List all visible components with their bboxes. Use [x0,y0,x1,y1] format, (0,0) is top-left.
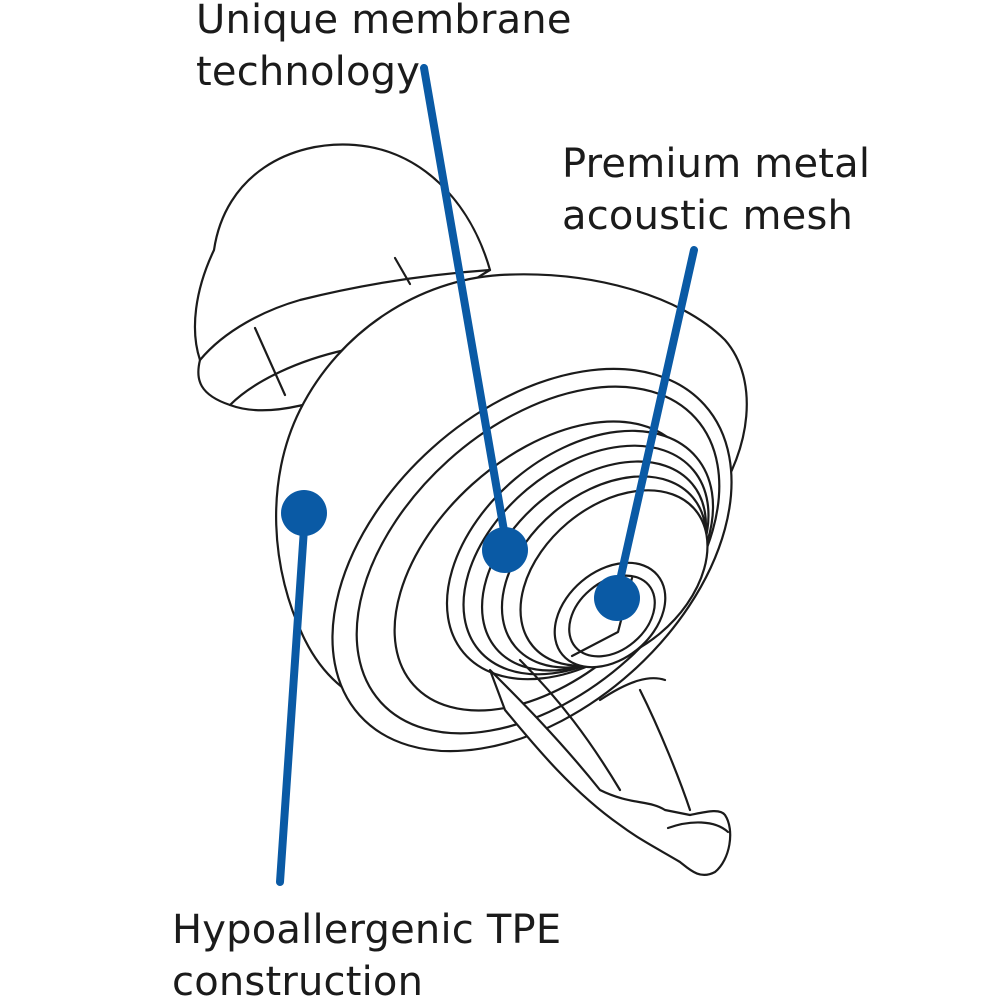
callout-membrane-dot [482,527,528,573]
callout-tpe-leader [276,490,327,886]
callout-membrane-leader [420,64,528,573]
callout-tpe-dot [281,490,327,536]
callout-leaders [276,64,698,886]
earplug-handle [488,658,732,877]
callout-mesh-line-1: Premium metal [562,141,871,187]
callout-membrane-label: Unique membrane technology [196,0,572,98]
earplug-fin [193,143,492,412]
callout-membrane-line-2: technology [196,49,421,95]
callout-mesh-line-2: acoustic mesh [562,193,854,239]
callout-tpe-label: Hypoallergenic TPE construction [172,904,561,1008]
callout-mesh-leader [594,246,698,621]
callout-mesh-dot [594,575,640,621]
callout-tpe-line-2: construction [172,959,424,1005]
callout-membrane-line-1: Unique membrane [196,0,572,43]
callout-mesh-label: Premium metal acoustic mesh [562,138,870,242]
callout-tpe-line-1: Hypoallergenic TPE [172,907,562,953]
